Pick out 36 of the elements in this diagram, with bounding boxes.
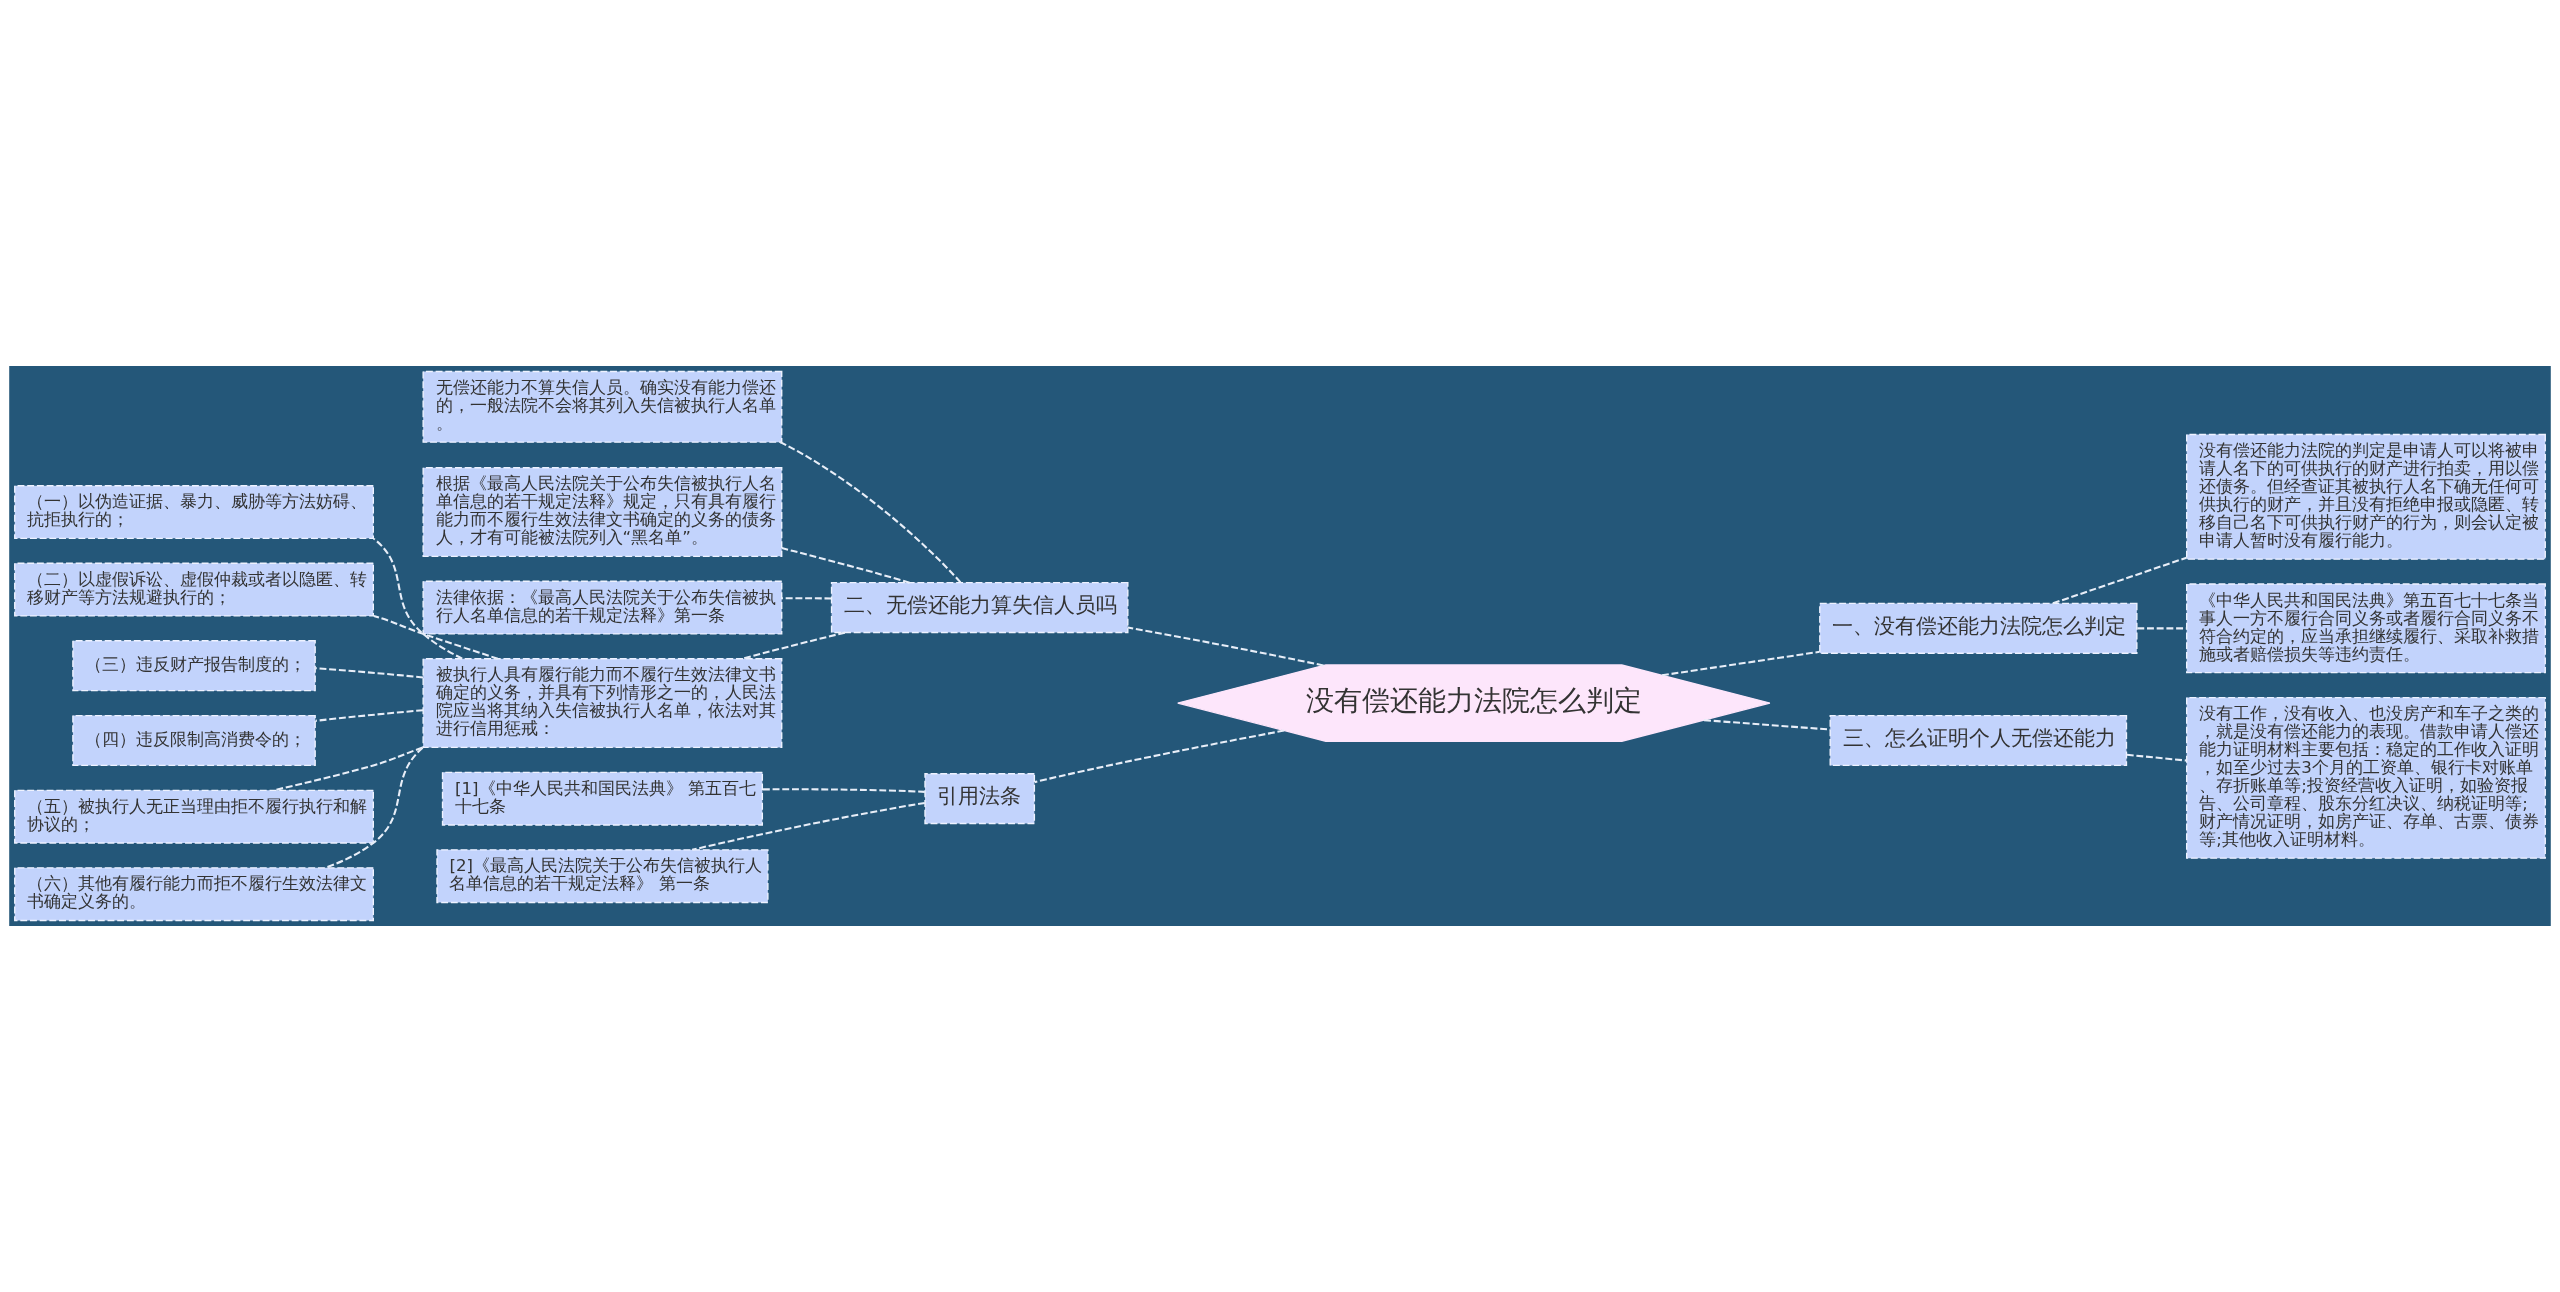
connector [315, 667, 424, 679]
node-box: 被执行人具有履行能力而不履行生效法律文书确定的义务，并具有下列情形之一的，人民法院应当将其纳入失信被执行人名单，依法对其进行信用惩戒： [422, 658, 783, 749]
connector [315, 709, 424, 722]
connector [779, 441, 962, 584]
node-box: 一、没有偿还能力法院怎么判定 [1819, 602, 2138, 654]
node-box: （三）违反财产报告制度的； [72, 640, 316, 692]
node-box: 三、怎么证明个人无偿还能力 [1829, 714, 2128, 767]
connector [1034, 729, 1285, 784]
connector [781, 597, 832, 600]
connector [1127, 626, 1324, 667]
connector [273, 746, 423, 792]
node-box: 《中华人民共和国民法典》第五百七十七条当事人一方不履行合同义务或者履行合同义务不符合约定的，应当承担继续履行、采取补救措施或者赔偿损失等违约责任。 [2186, 583, 2546, 674]
connector [2126, 753, 2187, 762]
connector [324, 747, 424, 869]
connector [1703, 719, 1830, 731]
connector [741, 631, 846, 660]
node-box: （二）以虚假诉讼、虚假仲裁或者以隐匿、转移财产等方法规避执行的； [14, 562, 374, 617]
node-box: [1]《中华人民共和国民法典》 第五百七十七条 [441, 771, 764, 826]
node-box: （六）其他有履行能力而拒不履行生效法律文书确定义务的。 [14, 867, 374, 922]
node-box: 根据《最高人民法院关于公布失信被执行人名单信息的若干规定法释》规定，只有具有履行能力而不履行生效法律文书确定的义务的债务人，才有可能被法院列入“黑名单”。 [422, 467, 783, 558]
node-box: （一）以伪造证据、暴力、威胁等方法妨碍、抗拒执行的； [14, 485, 374, 540]
connector [2052, 556, 2187, 605]
node-box: 法律依据：《最高人民法院关于公布失信被执行人名单信息的若干规定法释》第一条 [422, 580, 783, 635]
node-box: 没有工作，没有收入、也没房产和车子之类的，就是没有偿还能力的表现。借款申请人偿还能力证明材料主要包括：稳定的工作收入证明，如至少过去3个月的工资单、银行卡对账单、存折账单等;投资经营收入证明，如验资报告、公司章程、股东分红决议、纳税证明等;财产情况证明，如房产证、存单、古票、债券等;其他收入证明材料。 [2186, 696, 2546, 859]
node-box: （五）被执行人无正当理由拒不履行执行和解协议的； [14, 789, 374, 844]
node-box: 无偿还能力不算失信人员。确实没有能力偿还的，一般法院不会将其列入失信被执行人名单。 [422, 370, 783, 443]
node-box: [2]《最高人民法院关于公布失信被执行人名单信息的若干规定法释》 第一条 [436, 849, 769, 904]
connector [781, 547, 910, 584]
connector [1661, 650, 1820, 677]
node-box: 引用法条 [924, 773, 1036, 825]
connector [762, 788, 925, 793]
connector [373, 537, 463, 660]
connector [373, 615, 499, 660]
node-box: （四）违反限制高消费令的； [72, 714, 316, 767]
node-box: 没有偿还能力法院的判定是申请人可以将被申请人名下的可供执行的财产进行拍卖，用以偿还债务。但经查证其被执行人名下确无任何可供执行的财产，并且没有拒绝申报或隐匿、转移自己名下可供执行财产的行为，则会认定被申请人暂时没有履行能力。 [2186, 433, 2546, 560]
node-box: 二、无偿还能力算失信人员吗 [830, 581, 1129, 634]
